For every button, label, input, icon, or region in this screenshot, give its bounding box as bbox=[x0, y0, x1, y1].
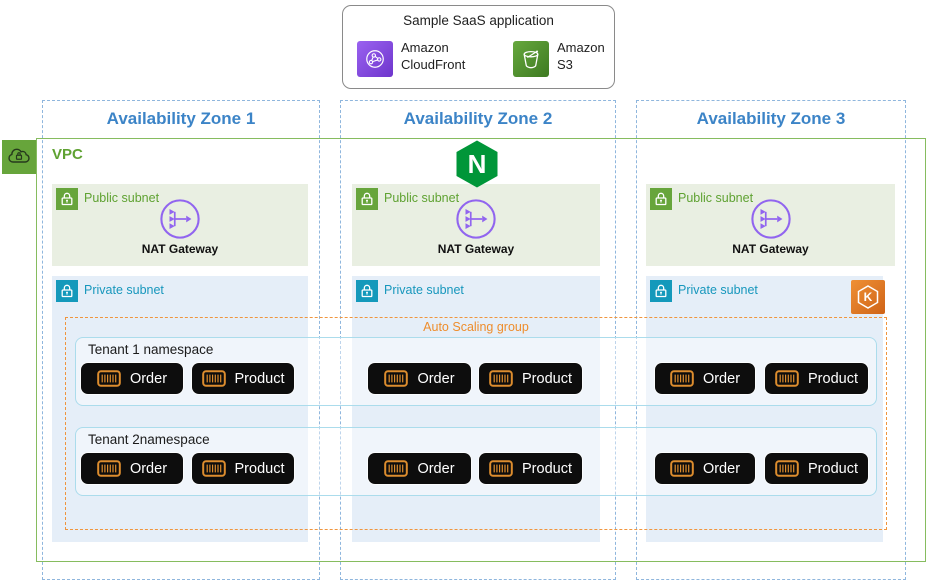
nat-gateway-icon bbox=[646, 198, 895, 240]
tenant-label: Tenant 2namespace bbox=[88, 432, 210, 447]
public-lock-icon bbox=[56, 188, 78, 210]
az-title: Availability Zone 1 bbox=[106, 109, 256, 128]
public-subnet-label: Public subnet bbox=[384, 191, 460, 205]
container-label: Product bbox=[234, 370, 285, 387]
product-container: Product bbox=[765, 363, 868, 394]
order-container: Order bbox=[655, 363, 755, 394]
container-label: Product bbox=[522, 460, 572, 477]
container-label: Product bbox=[234, 460, 285, 477]
availability-zone-1: Availability Zone 1 bbox=[42, 100, 320, 580]
container-icon bbox=[201, 460, 226, 477]
container-icon bbox=[97, 370, 121, 387]
public-subnet-az2: Public subnet NAT Gateway bbox=[352, 184, 600, 266]
eks-letter: K bbox=[863, 290, 873, 304]
saas-app-title: Sample SaaS application bbox=[403, 13, 554, 28]
nat-gateway-icon bbox=[52, 198, 308, 240]
container-label: Order bbox=[417, 460, 455, 477]
availability-zone-2: Availability Zone 2 bbox=[340, 100, 616, 580]
s3-icon bbox=[513, 41, 549, 77]
private-subnet-az2: Private subnet bbox=[352, 276, 600, 542]
private-subnet-label: Private subnet bbox=[84, 283, 164, 297]
auto-scaling-group: Auto Scaling group bbox=[65, 317, 887, 530]
public-lock-icon bbox=[356, 188, 378, 210]
product-container: Product bbox=[765, 453, 868, 484]
tenant-1-namespace: Tenant 1 namespace Order Product Order P… bbox=[75, 337, 877, 406]
container-icon bbox=[384, 370, 409, 387]
saas-app-box: Sample SaaS application Amazon CloudFron… bbox=[342, 5, 615, 89]
nginx-letter: N bbox=[467, 148, 487, 179]
container-label: Product bbox=[808, 460, 858, 477]
order-container: Order bbox=[368, 453, 471, 484]
az-title: Availability Zone 2 bbox=[403, 109, 553, 128]
container-label: Product bbox=[808, 370, 858, 387]
nat-gateway-label: NAT Gateway bbox=[732, 242, 809, 256]
public-subnet-label: Public subnet bbox=[678, 191, 754, 205]
order-container: Order bbox=[655, 453, 755, 484]
nat-gateway-label: NAT Gateway bbox=[437, 242, 515, 256]
private-subnet-label: Private subnet bbox=[678, 283, 758, 297]
container-icon bbox=[670, 460, 694, 477]
tenant-2-namespace: Tenant 2namespace Order Product Order Pr… bbox=[75, 427, 877, 496]
container-label: Product bbox=[522, 370, 572, 387]
private-lock-icon bbox=[356, 280, 378, 302]
container-label: Order bbox=[129, 460, 168, 477]
product-container: Product bbox=[479, 363, 582, 394]
product-container: Product bbox=[192, 453, 294, 484]
vpc-boundary bbox=[36, 138, 926, 562]
container-icon bbox=[489, 370, 513, 387]
vpc-icon bbox=[2, 140, 36, 174]
public-subnet-label: Public subnet bbox=[84, 191, 160, 205]
container-icon bbox=[384, 460, 409, 477]
vpc-label: VPC bbox=[52, 146, 83, 163]
container-label: Order bbox=[129, 370, 168, 387]
order-container: Order bbox=[81, 453, 183, 484]
public-lock-icon bbox=[650, 188, 672, 210]
container-icon bbox=[775, 370, 799, 387]
product-container: Product bbox=[479, 453, 582, 484]
private-subnet-az3: Private subnet bbox=[646, 276, 883, 542]
order-container: Order bbox=[368, 363, 471, 394]
tenant-label: Tenant 1 namespace bbox=[88, 342, 214, 357]
az-title: Availability Zone 3 bbox=[696, 109, 846, 128]
product-container: Product bbox=[192, 363, 294, 394]
auto-scaling-group-label: Auto Scaling group bbox=[423, 320, 529, 334]
container-icon bbox=[201, 370, 226, 387]
private-subnet-az1: Private subnet bbox=[52, 276, 308, 542]
container-icon bbox=[97, 460, 121, 477]
nginx-icon: N bbox=[454, 139, 500, 189]
container-label: Order bbox=[417, 370, 455, 387]
public-subnet-az3: Public subnet NAT Gateway bbox=[646, 184, 895, 266]
s3-label: Amazon S3 bbox=[557, 40, 605, 72]
private-lock-icon bbox=[56, 280, 78, 302]
container-label: Order bbox=[702, 460, 741, 477]
availability-zone-3: Availability Zone 3 bbox=[636, 100, 906, 580]
eks-icon: K bbox=[851, 280, 885, 314]
cloudfront-icon bbox=[357, 41, 393, 77]
container-label: Order bbox=[702, 370, 741, 387]
order-container: Order bbox=[81, 363, 183, 394]
container-icon bbox=[670, 370, 694, 387]
private-lock-icon bbox=[650, 280, 672, 302]
nat-gateway-icon bbox=[352, 198, 600, 240]
public-subnet-az1: Public subnet NAT Gateway bbox=[52, 184, 308, 266]
container-icon bbox=[775, 460, 799, 477]
nat-gateway-label: NAT Gateway bbox=[141, 242, 219, 256]
private-subnet-label: Private subnet bbox=[384, 283, 464, 297]
cloudfront-label: Amazon CloudFront bbox=[401, 40, 466, 72]
container-icon bbox=[489, 460, 513, 477]
